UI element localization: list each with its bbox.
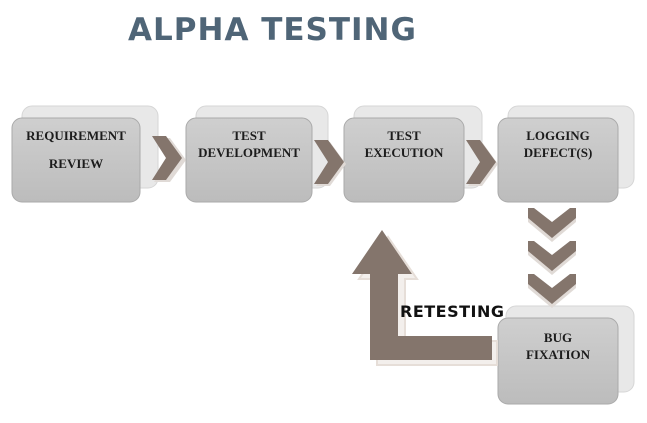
step-label-line1: LOGGING — [526, 128, 590, 143]
step-box-bug-fixation — [497, 305, 635, 405]
step-label-line2: DEVELOPMENT — [198, 145, 300, 160]
chevron-right-icon — [314, 140, 346, 186]
step-label-line1: REQUIREMENT — [26, 128, 126, 143]
step-label-line2: EXECUTION — [364, 145, 444, 160]
chevron-right-icon — [466, 140, 498, 186]
step-label-line1: TEST — [387, 128, 421, 143]
chevron-down-icon — [528, 208, 576, 242]
step-label-line1: BUG — [543, 330, 573, 345]
chevron-right-icon — [152, 136, 186, 182]
step-box-logging-defects — [497, 105, 635, 203]
retesting-arrow-icon — [352, 230, 498, 366]
step-label-line2: FIXATION — [525, 347, 591, 362]
step-label-test-execution: TEST EXECUTION — [344, 127, 464, 161]
step-label-bug-fixation: BUG FIXATION — [498, 329, 618, 363]
retesting-label: RETESTING — [400, 302, 505, 321]
step-label-requirement-review: REQUIREMENT REVIEW — [12, 127, 140, 172]
step-label-logging-defects: LOGGING DEFECT(S) — [498, 127, 618, 161]
step-label-line2: REVIEW — [48, 156, 104, 171]
step-label-test-development: TEST DEVELOPMENT — [186, 127, 312, 161]
diagram-title: ALPHA TESTING — [128, 12, 417, 48]
chevron-down-icon — [528, 274, 576, 308]
step-box-requirement-review — [11, 105, 159, 203]
step-box-test-execution — [343, 105, 483, 203]
step-label-line2: DEFECT(S) — [523, 145, 593, 160]
step-label-line1: TEST — [232, 128, 266, 143]
chevron-down-icon — [528, 241, 576, 275]
